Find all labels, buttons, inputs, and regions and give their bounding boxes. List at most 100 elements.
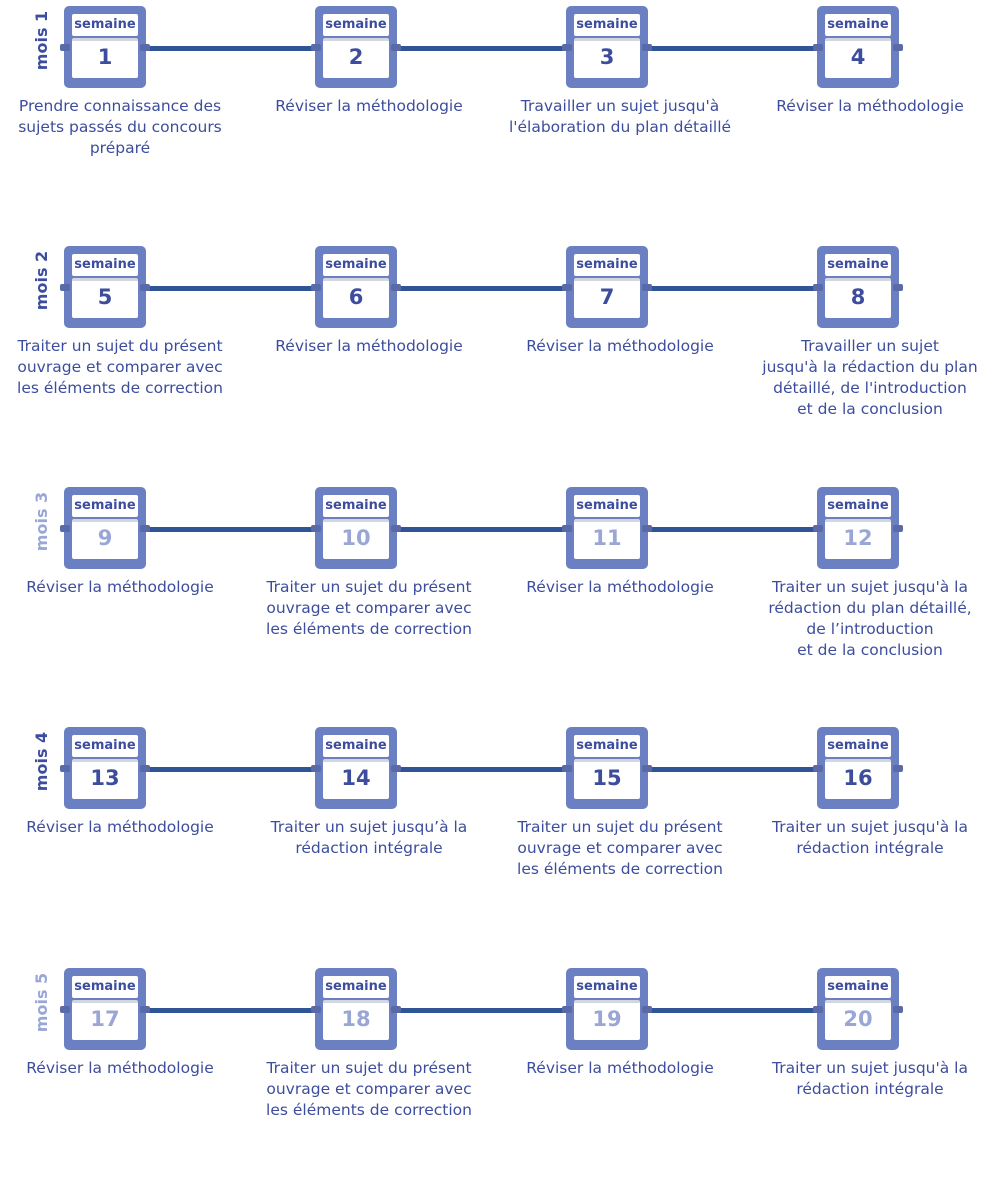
week-number-panel: 11 (574, 519, 640, 559)
week-number-panel: 18 (323, 1000, 389, 1040)
week-task: Traiter un sujet du présent ouvrage et c… (517, 818, 723, 878)
calendar-icon: semaine 8 (813, 246, 903, 328)
week-task: Travailler un sujet jusqu'à l'élaboratio… (508, 97, 732, 136)
week-header: semaine (574, 14, 640, 36)
ring (311, 284, 321, 291)
week-task: Traiter un sujet du présent ouvrage et c… (266, 578, 472, 638)
calendar-icon: semaine 13 (60, 727, 150, 809)
week-task: Réviser la méthodologie (776, 97, 964, 115)
week-number: 2 (348, 45, 364, 69)
ring (391, 1006, 401, 1013)
week-number-panel: 10 (323, 519, 389, 559)
ring (391, 765, 401, 772)
week-header: semaine (72, 495, 138, 517)
calendar-icon: semaine 19 (562, 968, 652, 1050)
week-number: 20 (843, 1007, 873, 1031)
calendar-icon: semaine 12 (813, 487, 903, 569)
week-task: Réviser la méthodologie (526, 1059, 714, 1077)
week-number: 15 (592, 766, 622, 790)
timeline-connector (146, 767, 822, 772)
month-row: mois 3 semaine 9 Réviser la méthodologie… (0, 487, 996, 717)
timeline-connector (146, 286, 822, 291)
ring (813, 284, 823, 291)
week-header: semaine (825, 14, 891, 36)
week-task: Traiter un sujet jusqu'à la rédaction du… (768, 578, 972, 659)
week-number: 17 (90, 1007, 120, 1031)
week-number-panel: 6 (323, 278, 389, 318)
week-header: semaine (323, 735, 389, 757)
week-header: semaine (72, 254, 138, 276)
month-label: mois 2 (32, 250, 52, 310)
ring (311, 1006, 321, 1013)
ring (893, 1006, 903, 1013)
week-header: semaine (825, 735, 891, 757)
ring (562, 284, 572, 291)
month-label: mois 1 (32, 10, 52, 70)
calendar-icon: semaine 17 (60, 968, 150, 1050)
calendar-icon: semaine 10 (311, 487, 401, 569)
calendar-icon: semaine 5 (60, 246, 150, 328)
ring (562, 765, 572, 772)
week-header: semaine (72, 735, 138, 757)
week-number: 9 (97, 526, 113, 550)
calendar-icon: semaine 14 (311, 727, 401, 809)
week-task: Prendre connaissance des sujets passés d… (18, 97, 222, 157)
week-number-panel: 14 (323, 759, 389, 799)
week-header: semaine (574, 495, 640, 517)
ring (642, 765, 652, 772)
ring (562, 1006, 572, 1013)
ring (140, 525, 150, 532)
week-number-panel: 8 (825, 278, 891, 318)
timeline-connector (146, 46, 822, 51)
week-task: Réviser la méthodologie (26, 818, 214, 836)
week-number-panel: 3 (574, 38, 640, 78)
ring (60, 525, 70, 532)
week-task: Traiter un sujet jusqu'à la rédaction in… (772, 1059, 968, 1098)
week-number: 7 (599, 285, 615, 309)
month-label: mois 5 (32, 972, 52, 1032)
ring (140, 44, 150, 51)
week-number-panel: 19 (574, 1000, 640, 1040)
week-number-panel: 5 (72, 278, 138, 318)
calendar-icon: semaine 1 (60, 6, 150, 88)
calendar-icon: semaine 6 (311, 246, 401, 328)
week-task: Traiter un sujet du présent ouvrage et c… (17, 337, 223, 397)
ring (642, 44, 652, 51)
ring (311, 525, 321, 532)
calendar-icon: semaine 2 (311, 6, 401, 88)
ring (813, 1006, 823, 1013)
ring (391, 525, 401, 532)
ring (893, 44, 903, 51)
ring (391, 284, 401, 291)
ring (893, 525, 903, 532)
week-number: 16 (843, 766, 873, 790)
week-number: 1 (97, 45, 113, 69)
month-row: mois 5 semaine 17 Réviser la méthodologi… (0, 968, 996, 1198)
week-header: semaine (574, 976, 640, 998)
week-number-panel: 4 (825, 38, 891, 78)
week-number-panel: 2 (323, 38, 389, 78)
ring (642, 284, 652, 291)
week-number: 13 (90, 766, 120, 790)
week-header: semaine (72, 976, 138, 998)
calendar-icon: semaine 3 (562, 6, 652, 88)
week-task: Réviser la méthodologie (275, 337, 463, 355)
week-header: semaine (72, 14, 138, 36)
month-label: mois 4 (32, 731, 52, 791)
month-row: mois 2 semaine 5 Traiter un sujet du pré… (0, 246, 996, 476)
month-row: mois 4 semaine 13 Réviser la méthodologi… (0, 727, 996, 957)
ring (813, 525, 823, 532)
calendar-icon: semaine 11 (562, 487, 652, 569)
week-number-panel: 20 (825, 1000, 891, 1040)
ring (813, 44, 823, 51)
week-task: Réviser la méthodologie (526, 578, 714, 596)
week-number-panel: 15 (574, 759, 640, 799)
week-number-panel: 16 (825, 759, 891, 799)
ring (391, 44, 401, 51)
week-number: 14 (341, 766, 371, 790)
week-number: 12 (843, 526, 873, 550)
week-number: 4 (850, 45, 866, 69)
ring (642, 525, 652, 532)
week-header: semaine (323, 14, 389, 36)
week-task: Réviser la méthodologie (26, 578, 214, 596)
